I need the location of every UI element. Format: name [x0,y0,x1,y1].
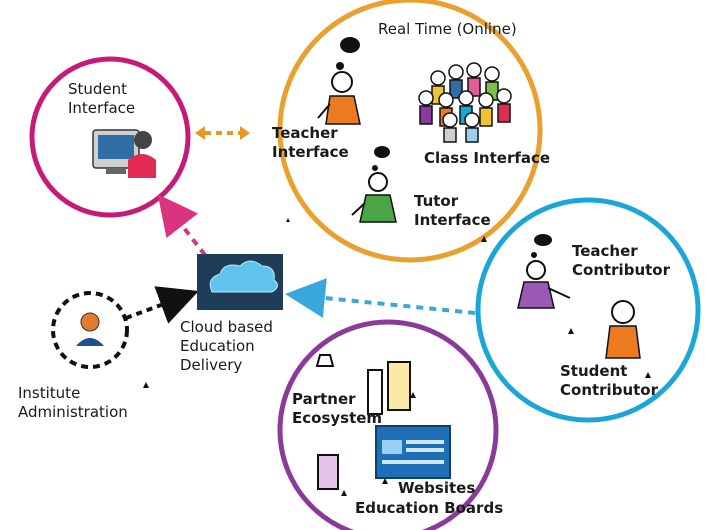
document-icon [315,354,411,490]
realtime-title: Real Time (Online) [378,20,517,38]
cloud-to-student-arrow [157,194,207,257]
cloud-icon [197,254,283,310]
tutor-interface-label: Tutor Interface [414,192,491,229]
partner-ecosystem-ring [277,319,499,530]
administrator-avatar-icon [76,312,104,346]
admin-to-cloud-arrow [125,286,199,324]
student-realtime-arrow [195,126,250,140]
tutor-figure-icon [351,146,397,223]
partner-ecosystem-label: Partner Ecosystem [292,390,383,427]
student-at-computer-icon [92,129,156,178]
student-contributor-label: Student Contributor [560,362,658,399]
teacher-figure-icon [317,37,361,125]
student-interface-ring [29,56,191,218]
websites-label: Websites [398,479,476,497]
education-boards-label: Education Boards [355,499,504,517]
student-interface-label: Student Interface [68,80,136,117]
contributor-ring [475,197,701,423]
teacher-contributor-icon [517,234,571,309]
contributor-to-cloud-arrow [285,278,476,318]
realtime-ring [277,0,543,263]
student-contributor-icon [605,300,641,359]
class-interface-label: Class Interface [424,149,551,167]
website-screen-icon [375,425,451,479]
admin-ring [51,291,129,369]
class-group-icon [418,62,512,143]
teacher-contributor-label: Teacher Contributor [572,242,670,279]
cloud-delivery-label: Cloud based Education Delivery [180,318,273,374]
small-markers [143,218,651,496]
teacher-interface-label: Teacher Interface [272,124,349,161]
institute-administration-label: Institute Administration [18,384,128,421]
